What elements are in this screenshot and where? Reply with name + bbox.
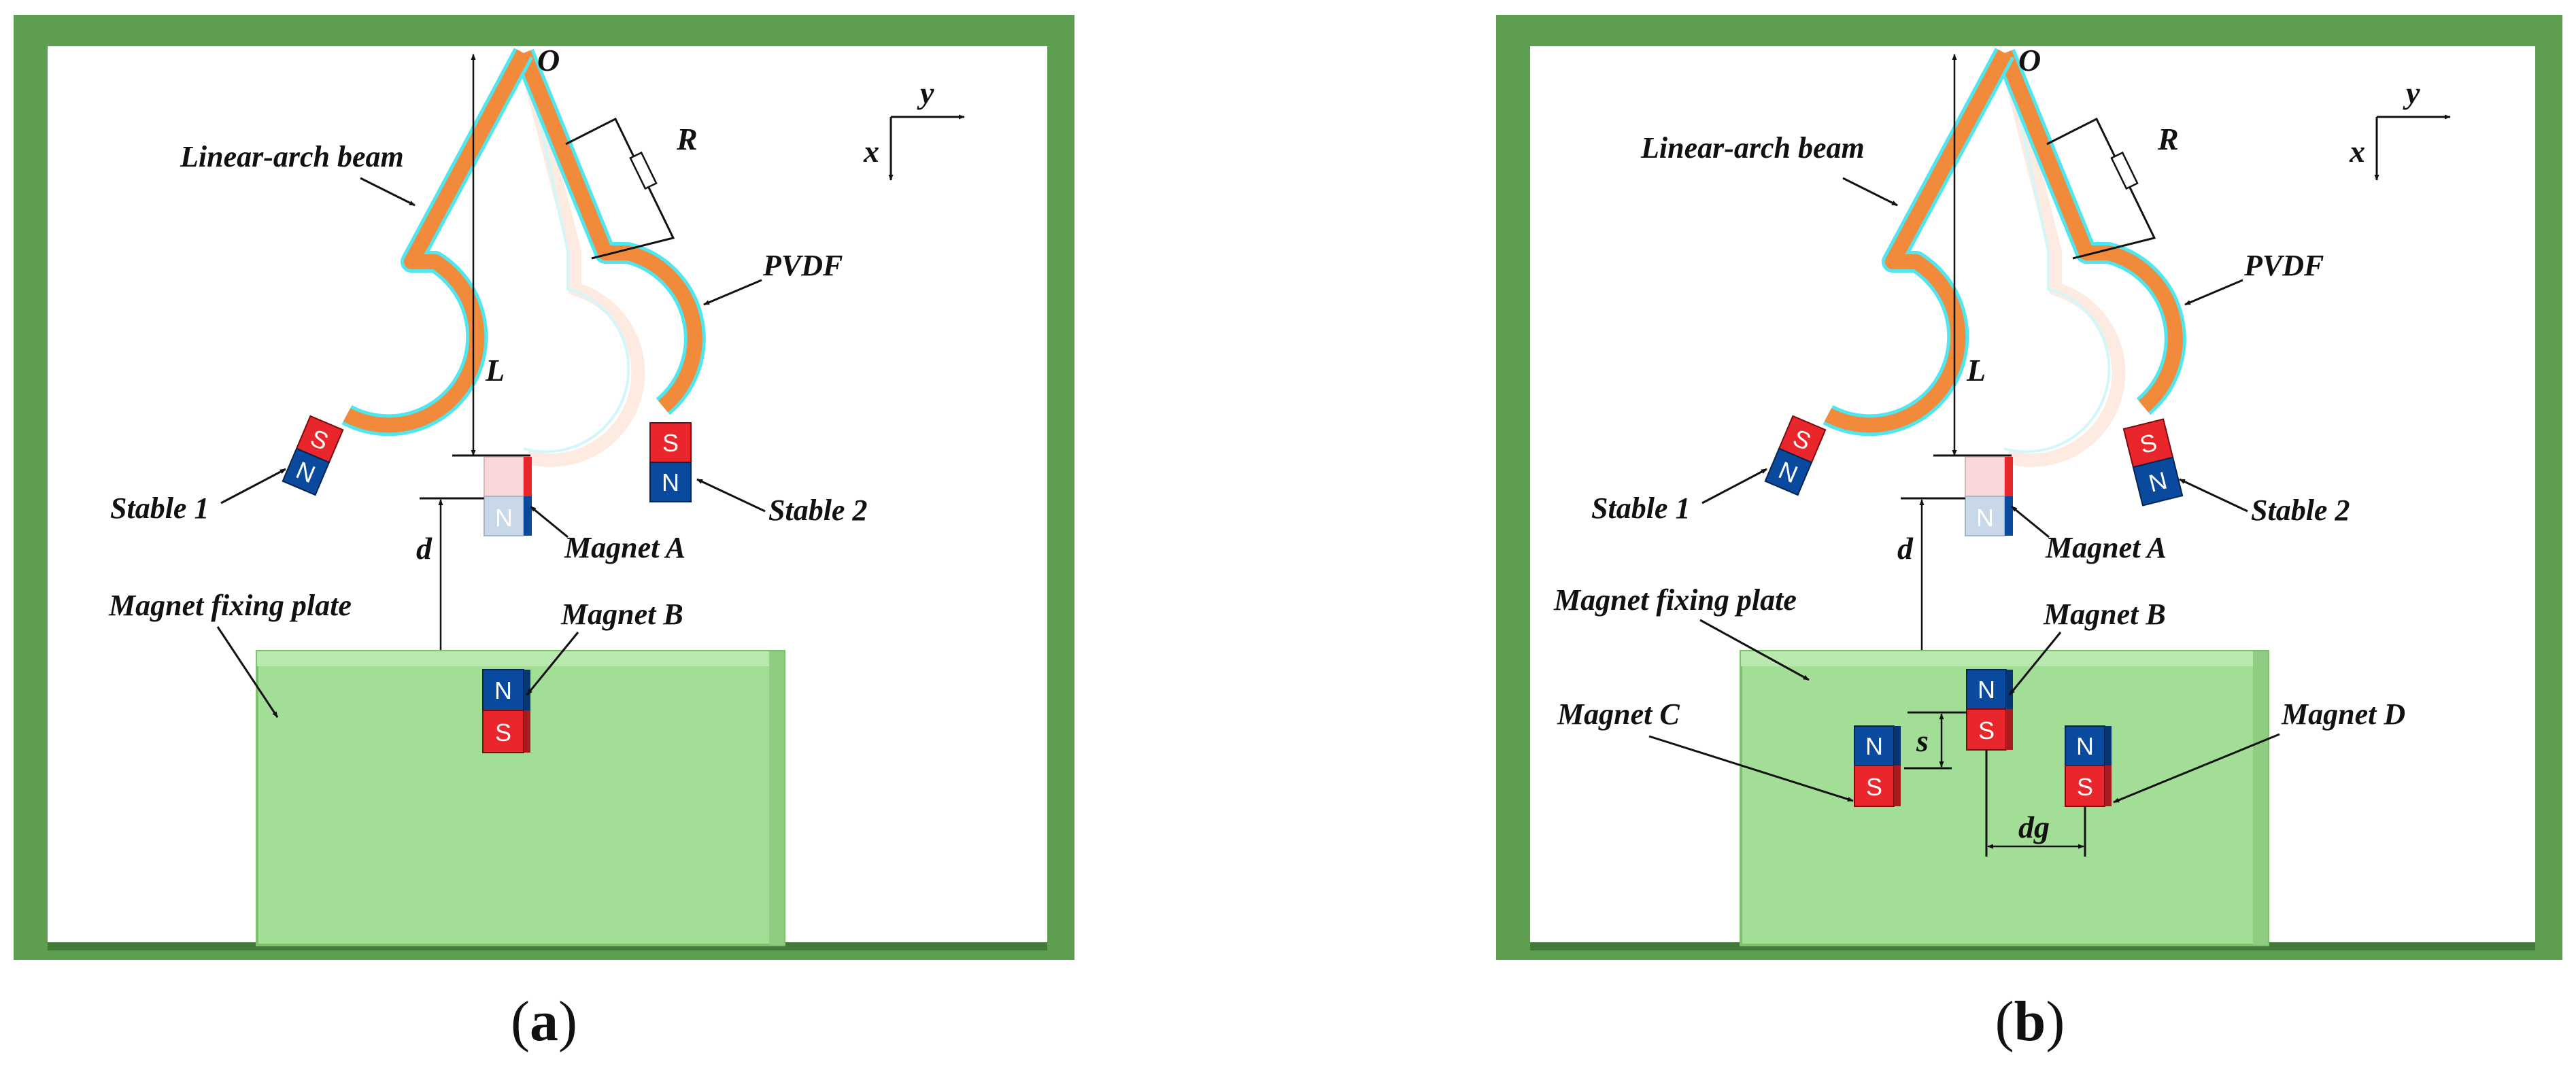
pole-north: N xyxy=(494,676,512,704)
magnet-b-label: Magnet B xyxy=(560,598,683,631)
plate-label: Magnet fixing plate xyxy=(1553,583,1797,617)
panel-b: y x L d O R Linear-arch beam PVDF S N St… xyxy=(1496,15,2562,1053)
caption-b: (b) xyxy=(1995,990,2065,1053)
pole-south: S xyxy=(495,719,511,746)
linear-arch-beam xyxy=(341,48,706,436)
magnet-a-pole-north: N xyxy=(1976,504,1994,532)
magnet-d: N S xyxy=(2065,725,2112,807)
stable-1-label: Stable 1 xyxy=(110,492,209,525)
linear-arch-beam xyxy=(1823,48,2186,436)
coordinate-axes: y x xyxy=(2349,75,2451,181)
coordinate-axes: y x xyxy=(863,75,965,181)
magnet-b-label: Magnet B xyxy=(2043,598,2166,631)
axis-y-label: y xyxy=(917,75,934,110)
magnet-a-label: Magnet A xyxy=(2045,531,2167,564)
beam-label: Linear-arch beam xyxy=(180,140,404,173)
pole-south: S xyxy=(1978,717,1995,744)
resistor-circuit xyxy=(565,117,675,260)
pole-north: N xyxy=(1978,676,1995,704)
stable-2-label: Stable 2 xyxy=(2251,494,2350,527)
pvdf-label: PVDF xyxy=(762,249,843,282)
length-label: L xyxy=(1966,353,1986,388)
magnet-a-label: Magnet A xyxy=(564,531,685,564)
panel-a: y x L d O R Linear-arch beam PVDF S N St… xyxy=(14,15,1074,1053)
stable-2-label: Stable 2 xyxy=(768,494,867,527)
pole-north: N xyxy=(1865,732,1883,760)
pole-south: S xyxy=(662,429,679,457)
plate-label: Magnet fixing plate xyxy=(108,589,352,622)
axis-x-label: x xyxy=(863,134,879,169)
magnet-b: N S xyxy=(482,669,530,753)
resistor-circuit xyxy=(2046,117,2156,260)
pole-north: N xyxy=(662,468,679,496)
beam-label: Linear-arch beam xyxy=(1640,131,1865,165)
axis-x-label: x xyxy=(2349,134,2365,169)
stable-1-label: Stable 1 xyxy=(1591,492,1690,525)
axis-y-label: y xyxy=(2403,75,2420,110)
stable-2-magnet: S N xyxy=(2122,418,2184,506)
magnet-c: N S xyxy=(1854,725,1901,807)
stable-2-magnet: S N xyxy=(649,422,692,502)
origin-label: O xyxy=(537,43,560,78)
magnet-c-label: Magnet C xyxy=(1557,698,1680,731)
pole-south: S xyxy=(2077,773,2093,801)
beam-ghost xyxy=(517,51,645,467)
magnet-d-label: Magnet D xyxy=(2281,698,2405,731)
resistor-icon xyxy=(2110,151,2139,190)
beam-ghost xyxy=(1998,51,2126,467)
resistor-label: R xyxy=(676,122,698,156)
spacing-dg-label: dg xyxy=(2018,810,2050,844)
resistor-icon xyxy=(629,151,658,190)
distance-label: d xyxy=(1897,531,1914,566)
stable-1-magnet: S N xyxy=(282,415,344,496)
magnet-a-pole-north: N xyxy=(495,504,513,532)
length-label: L xyxy=(485,353,505,388)
magnet-b: N S xyxy=(1966,669,2013,751)
stable-1-magnet: S N xyxy=(1764,415,1827,496)
pole-north: N xyxy=(2076,732,2094,760)
pole-south: S xyxy=(1866,773,1882,801)
resistor-label: R xyxy=(2157,122,2179,156)
spacing-s-label: s xyxy=(1916,723,1929,758)
caption-a: (a) xyxy=(511,990,577,1053)
magnet-a xyxy=(484,456,524,536)
distance-label: d xyxy=(416,531,433,566)
enclosure-frame xyxy=(14,15,1074,960)
pvdf-label: PVDF xyxy=(2243,249,2324,282)
origin-label: O xyxy=(2018,43,2041,78)
